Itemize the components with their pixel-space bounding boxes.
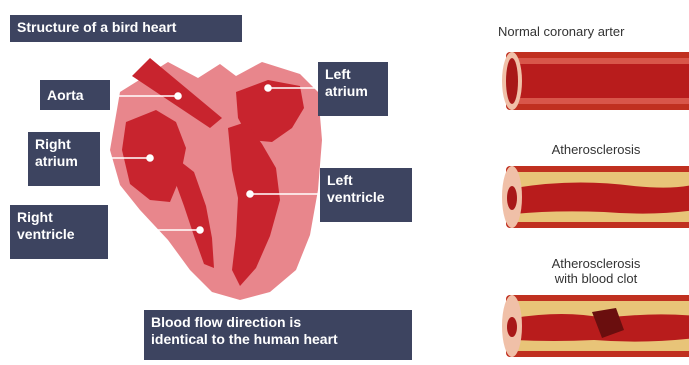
right-ventricle-label-line1: Right [17,209,101,226]
right-ventricle-label: Right ventricle [10,205,108,259]
caption-box: Blood flow direction is identical to the… [144,310,412,360]
left-ventricle-label: Left ventricle [320,168,412,222]
atherosclerosis-title: Atherosclerosis [506,142,686,157]
right-atrium-label: Right atrium [28,132,100,186]
left-atrium-label-line2: atrium [325,83,381,100]
artery-panel: Normal coronary arter Atheroscler [484,0,689,365]
heart-diagram-panel: Structure of a bird heart Aorta Left atr… [0,0,418,365]
clot-artery-image [502,295,689,357]
left-atrium-label: Left atrium [318,62,388,116]
atherosclerosis-image [502,166,689,228]
aorta-label: Aorta [40,80,110,110]
artery-illustrations [484,0,689,365]
right-atrium-label-line1: Right [35,136,93,153]
caption-line2: identical to the human heart [151,331,405,348]
diagram-title: Structure of a bird heart [10,15,242,42]
normal-artery-image [502,52,689,110]
left-atrium-label-line1: Left [325,66,381,83]
right-atrium-label-line2: atrium [35,153,93,170]
clot-title: Atherosclerosis with blood clot [506,256,686,286]
left-ventricle-label-line2: ventricle [327,189,405,206]
aorta-label-text: Aorta [47,87,84,103]
caption-line1: Blood flow direction is [151,314,405,331]
clot-title-line1: Atherosclerosis [506,256,686,271]
left-ventricle-label-line1: Left [327,172,405,189]
right-ventricle-label-line2: ventricle [17,226,101,243]
diagram-title-text: Structure of a bird heart [17,19,176,35]
clot-title-line2: with blood clot [506,271,686,286]
